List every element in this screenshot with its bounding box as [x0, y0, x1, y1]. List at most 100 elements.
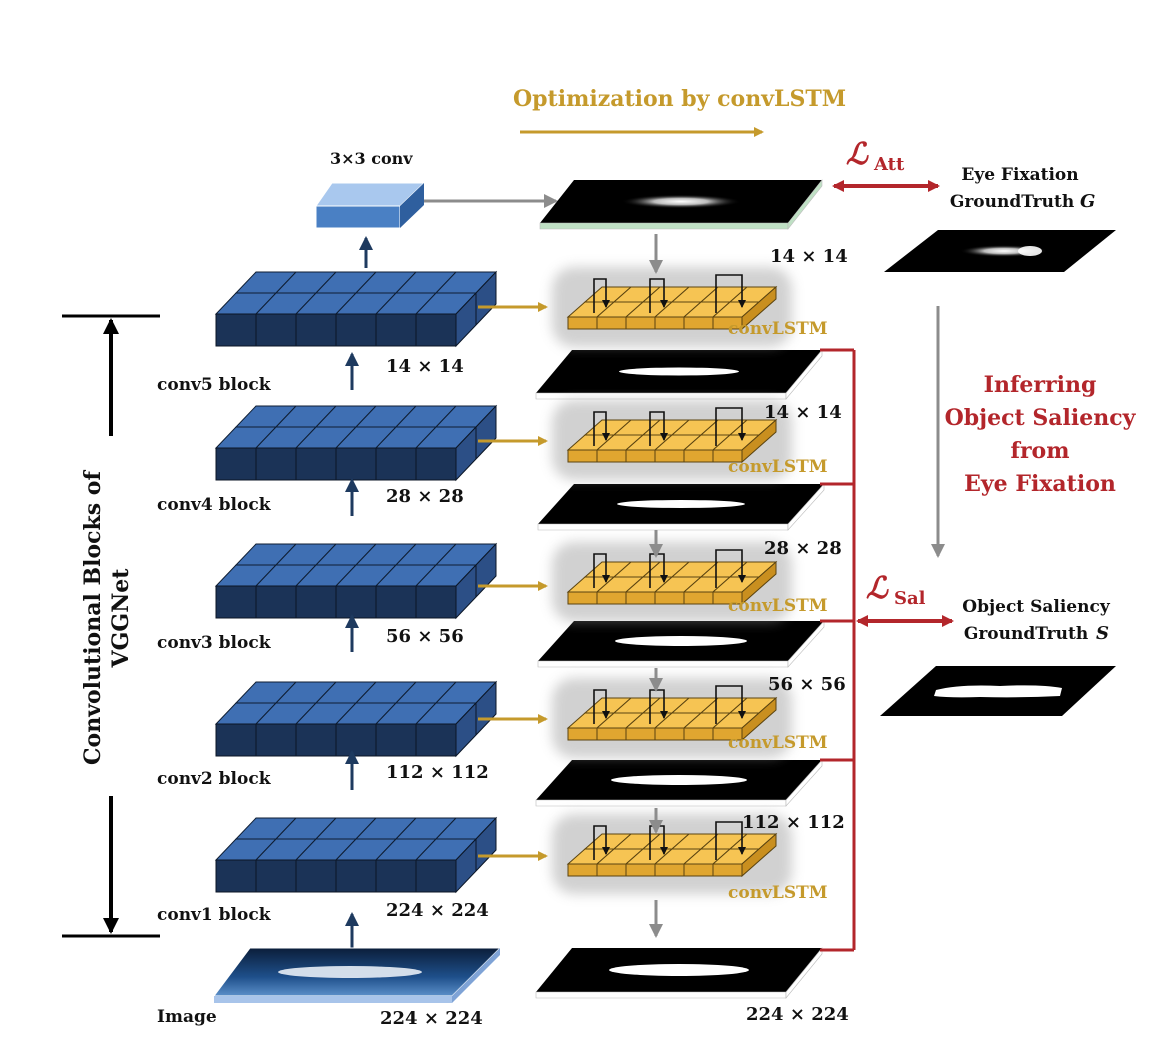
- convlstm-front-cell: [625, 449, 656, 463]
- convlstm-front-cell: [567, 316, 598, 330]
- block-front-cell: [255, 313, 297, 347]
- block-front-cell: [215, 313, 257, 347]
- convlstm-front-cell: [683, 591, 714, 605]
- block-front-cell: [215, 723, 257, 757]
- recurrent-loop: [593, 553, 610, 588]
- final-size-label: 224 × 224: [746, 1004, 849, 1025]
- vgg-axis-label-line1: Convolutional Blocks of: [80, 470, 106, 765]
- plate-edge: [535, 991, 787, 999]
- recurrent-loop: [649, 411, 668, 446]
- vgg-axis: [62, 314, 160, 938]
- eye-gt-title-line2: GroundTruth: [950, 192, 1074, 212]
- convlstm-side: [741, 560, 777, 606]
- conv2-block: [214, 680, 498, 758]
- convlstm-front-cell: [654, 591, 685, 605]
- output-size-label-4: 112 × 112: [742, 812, 845, 833]
- block-front-cell: [415, 313, 457, 347]
- convlstm-front-cell: [683, 316, 714, 330]
- saliency-blob: [611, 775, 747, 785]
- saliency-map-2: [537, 483, 825, 531]
- sal-gt-title-line1: Object Saliency: [962, 597, 1111, 617]
- convlstm-front-cell: [596, 727, 627, 741]
- block-front-cell: [375, 859, 417, 893]
- conv3x3-box: [315, 182, 426, 229]
- convlstm-side: [741, 696, 777, 742]
- conv1-block: [214, 816, 498, 894]
- eye-gt-var: G: [1080, 191, 1095, 212]
- saliency-blob: [615, 636, 747, 646]
- block-front-cell: [415, 447, 457, 481]
- block-front-cell: [215, 447, 257, 481]
- conv5-block: [214, 270, 498, 348]
- convlstm-front-cell: [625, 316, 656, 330]
- conv5-block-label: conv5 block: [157, 375, 272, 395]
- block-front-cell: [335, 859, 377, 893]
- convlstm-2: [552, 400, 792, 480]
- vgg-axis-label: Convolutional Blocks of VGGNet: [80, 470, 134, 765]
- vgg-blocks: [214, 270, 498, 894]
- saliency-map-5: [535, 947, 823, 999]
- block-front-cell: [375, 585, 417, 619]
- recurrent-loop: [593, 689, 610, 724]
- sal-loss-subscript: Sal: [894, 588, 926, 609]
- plate-side: [785, 759, 823, 807]
- convlstm-front-cell: [683, 449, 714, 463]
- convlstm-front-cell: [625, 591, 656, 605]
- convlstm-4: [552, 678, 792, 758]
- block-front-cell: [295, 585, 337, 619]
- att-loss-subscript: Att: [873, 154, 905, 175]
- block-front-cell: [215, 585, 257, 619]
- convlstm-5: [552, 814, 792, 894]
- recurrent-loop: [715, 274, 746, 313]
- saliency-gt-map: [880, 666, 1116, 716]
- block-front-cell: [255, 723, 297, 757]
- convlstm-label-1: convLSTM: [728, 319, 828, 339]
- convlstm-front-cell: [625, 863, 656, 877]
- plate-side: [787, 620, 825, 668]
- conv2-block-label: conv2 block: [157, 769, 272, 789]
- plate-edge: [535, 799, 787, 807]
- plate-edge: [539, 222, 789, 230]
- saliency-blob: [619, 367, 739, 376]
- input-image: [213, 947, 502, 1003]
- convlstm-front-cell: [596, 316, 627, 330]
- saliency-plates: [535, 179, 825, 999]
- sal-gt-title-line2: GroundTruth: [964, 624, 1088, 644]
- attention-blob: [621, 194, 741, 209]
- convlstm-front-cell: [654, 316, 685, 330]
- convlstm-3: [552, 542, 792, 622]
- convlstm-front-cell: [712, 863, 743, 877]
- block-front-cell: [335, 723, 377, 757]
- recurrent-loop: [715, 549, 746, 588]
- convlstm-front-cell: [683, 727, 714, 741]
- block-front-cell: [375, 723, 417, 757]
- block-labels: conv5 block 14 × 14 conv4 block 28 × 28 …: [157, 356, 489, 925]
- attention-size-label: 14 × 14: [770, 246, 848, 267]
- convlstm-front-cell: [654, 863, 685, 877]
- recurrent-loop: [593, 411, 610, 446]
- output-size-label-2: 28 × 28: [764, 538, 842, 559]
- recurrent-loop: [715, 407, 746, 446]
- convlstm-side: [741, 832, 777, 878]
- saliency-blob: [617, 500, 745, 508]
- convlstm-front-cell: [596, 863, 627, 877]
- recurrent-loop: [593, 825, 610, 860]
- convlstm-side: [741, 418, 777, 464]
- convlstm-front-cell: [567, 449, 598, 463]
- eye-fixation-map: [884, 230, 1116, 272]
- plate-side: [785, 947, 823, 999]
- conv5-size-label: 14 × 14: [386, 356, 464, 377]
- block-front-cell: [335, 585, 377, 619]
- conv3-block-label: conv3 block: [157, 633, 272, 653]
- conv3-size-label: 56 × 56: [386, 626, 464, 647]
- block-front-cell: [415, 585, 457, 619]
- sal-gt-var: S: [1096, 623, 1109, 644]
- convlstm-side: [741, 285, 777, 331]
- block-front-cell: [415, 723, 457, 757]
- saliency-map-3: [537, 620, 825, 668]
- block-front-cell: [255, 859, 297, 893]
- block-front-cell: [335, 447, 377, 481]
- convlstm-front-cell: [596, 591, 627, 605]
- recurrent-loop: [715, 821, 746, 860]
